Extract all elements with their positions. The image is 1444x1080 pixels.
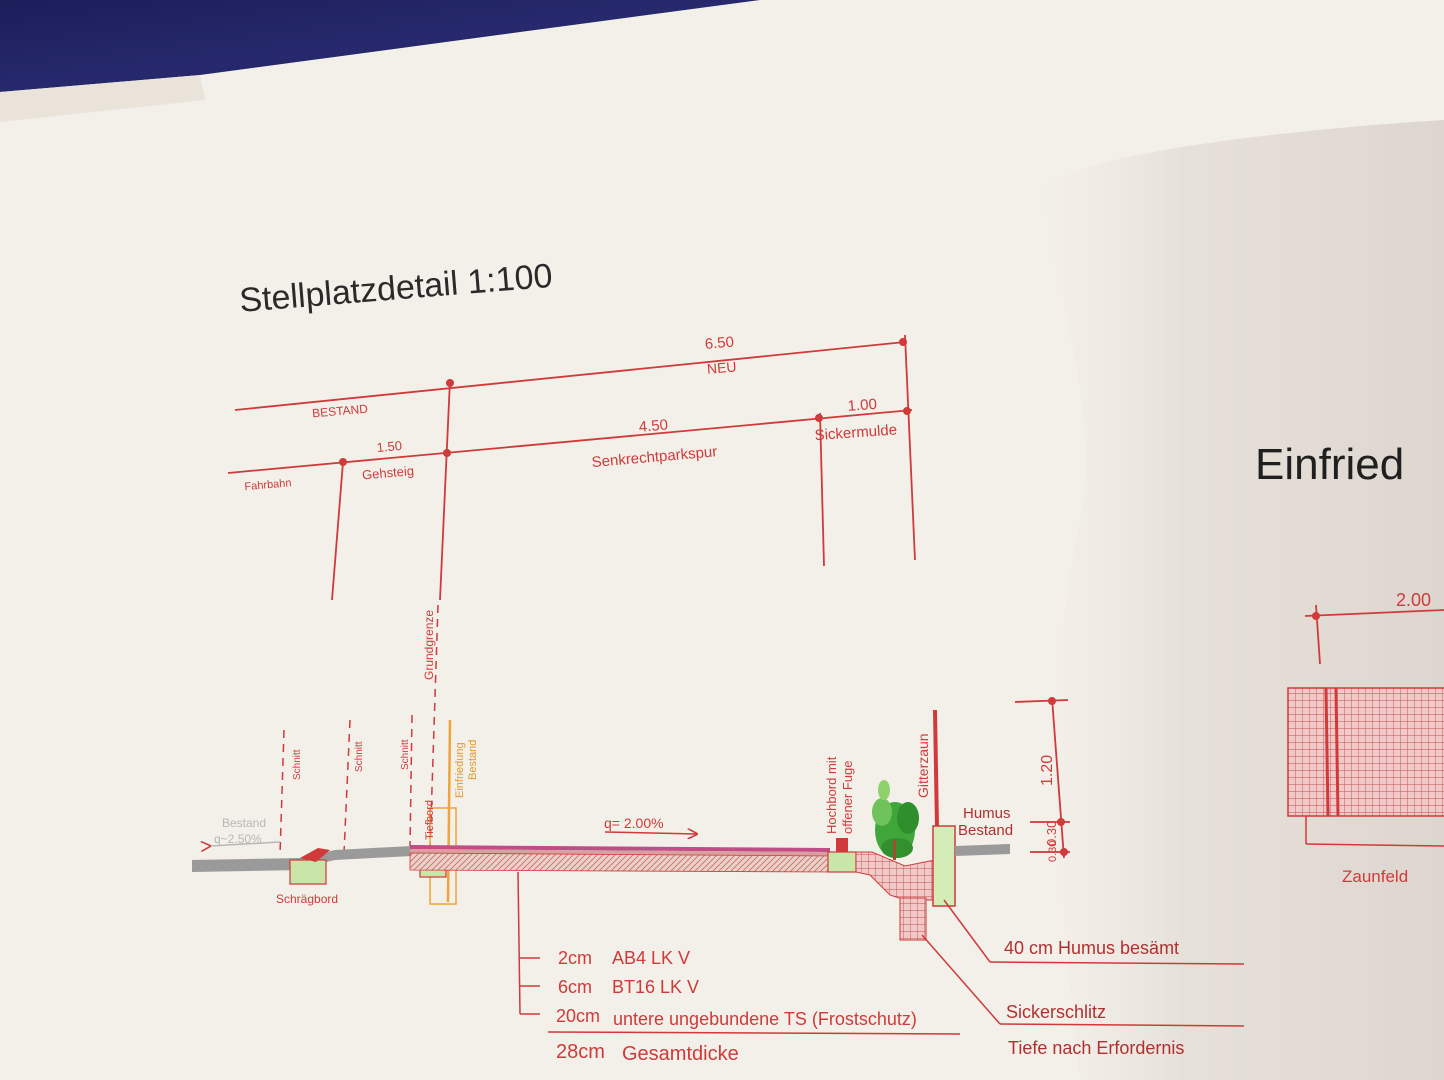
- existing-road: [192, 858, 300, 872]
- adjacent-title: Einfried: [1255, 440, 1405, 489]
- cut-lines: [279, 604, 439, 856]
- label-einfriedung: Einfriedung: [454, 742, 466, 798]
- label-gitterzaun: Gitterzaun: [915, 733, 931, 798]
- hochbord-top: [836, 838, 848, 852]
- sickerschlitz: [899, 897, 927, 941]
- fence-dim-label: 2.00: [1396, 590, 1431, 610]
- label-einfriedung-bestand: Bestand: [467, 740, 479, 780]
- existing-slope-arrow: [210, 842, 281, 846]
- label-zaunfeld: Zaunfeld: [1342, 867, 1408, 886]
- layer-2-material: BT16 LK V: [612, 977, 699, 997]
- total-thickness: 28cm: [556, 1041, 605, 1063]
- note-sickerschlitz: Sickerschlitz: [1006, 1002, 1106, 1022]
- label-bestand-q: q~2.50%: [214, 832, 262, 846]
- dimension-lines: [227, 334, 916, 601]
- dim-overall: 6.50: [704, 334, 735, 353]
- note-humus: 40 cm Humus besämt: [1004, 938, 1179, 958]
- label-hochbord-2: offener Fuge: [840, 761, 855, 834]
- base-layer: [409, 852, 831, 873]
- dim-sickermulde: Sickermulde: [814, 421, 898, 444]
- label-schnitt-1: Schnitt: [292, 749, 303, 780]
- layer-1-material: AB4 LK V: [612, 948, 690, 968]
- gitterzaun-post: [933, 709, 939, 829]
- schraegbord-top: [300, 848, 330, 862]
- label-schraegbord: Schrägbord: [276, 892, 338, 906]
- existing-sidewalk: [300, 846, 412, 868]
- dim-fahrbahn: Fahrbahn: [244, 477, 292, 493]
- paving-bt16: [410, 849, 830, 856]
- dim-senkrecht-width: 4.50: [638, 416, 669, 435]
- label-h030b: 0.30: [1047, 841, 1059, 862]
- layer-3-thickness: 20cm: [556, 1006, 600, 1026]
- fence-panel: [1287, 687, 1444, 817]
- slope-arrow: [604, 832, 697, 834]
- plant-icon: [872, 780, 919, 860]
- dim-bestand: BESTAND: [312, 402, 369, 421]
- label-grundgrenze: Grundgrenze: [422, 610, 436, 680]
- dim-gehsteig-width: 1.50: [376, 438, 403, 455]
- dim-gehsteig: Gehsteig: [361, 463, 414, 482]
- gitterzaun-foundation: [932, 825, 956, 907]
- dim-neu: NEU: [706, 358, 737, 377]
- existing-humus-ground: [955, 844, 1010, 856]
- schraegbord-curb: [289, 859, 327, 885]
- hochbord-curb: [827, 851, 857, 873]
- note-tiefe: Tiefe nach Erfordernis: [1008, 1038, 1184, 1058]
- dimension-ticks: [339, 338, 911, 466]
- label-humus-2: Bestand: [958, 822, 1013, 839]
- shadow-overlay: [1040, 120, 1444, 1080]
- layer-leaders: [517, 871, 961, 1035]
- label-bestand-slope: Bestand: [222, 816, 266, 830]
- layer-2-thickness: 6cm: [558, 977, 592, 997]
- label-humus-1: Humus: [963, 805, 1011, 822]
- paving-ab4: [410, 845, 830, 852]
- label-h120: 1.20: [1039, 755, 1056, 786]
- layer-1-thickness: 2cm: [558, 948, 592, 968]
- leader-lines: [921, 899, 1245, 1027]
- total-label: Gesamtdicke: [622, 1043, 739, 1065]
- label-schnitt-3: Schnitt: [400, 739, 411, 770]
- label-schnitt-2: Schnitt: [354, 741, 365, 772]
- label-slope: q= 2.00%: [604, 815, 664, 831]
- fence-base-line: [1305, 843, 1444, 847]
- dim-senkrecht: Senkrechtparkspur: [591, 443, 718, 471]
- dim-sickermulde-width: 1.00: [847, 396, 877, 415]
- label-h030: 0.30: [1044, 821, 1059, 846]
- layer-3-material: untere ungebundene TS (Frostschutz): [613, 1009, 917, 1029]
- fabric-background: [0, 0, 760, 92]
- existing-fence-line: [446, 719, 452, 903]
- label-tiefbord: Tiefbord: [424, 800, 436, 840]
- fence-dimension: [1304, 604, 1444, 665]
- label-hochbord-1: Hochbord mit: [824, 756, 839, 834]
